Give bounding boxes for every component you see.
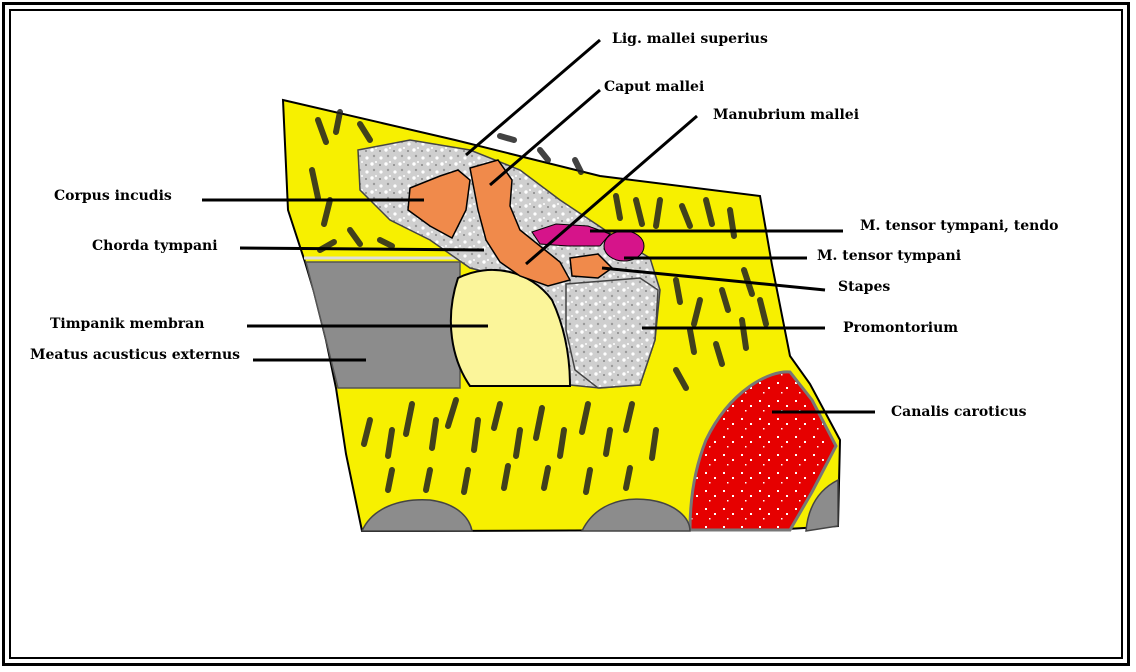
label-chorda-tympani: Chorda tympani [92, 239, 218, 253]
label-promontorium: Promontorium [843, 321, 958, 335]
label-caput-mallei: Caput mallei [604, 80, 704, 94]
label-meatus-acusticus-externus: Meatus acusticus externus [30, 348, 240, 362]
leader-lig-mallei-superius [466, 40, 600, 155]
label-manubrium-mallei: Manubrium mallei [713, 108, 859, 122]
label-m-tensor-tympani-tendo: M. tensor tympani, tendo [860, 219, 1058, 233]
label-m-tensor-tympani: M. tensor tympani [817, 249, 961, 263]
label-canalis-caroticus: Canalis caroticus [891, 405, 1027, 419]
label-stapes: Stapes [838, 280, 890, 294]
promontorium-shape [566, 278, 658, 388]
leader-chorda-tympani [240, 248, 484, 250]
label-corpus-incudis: Corpus incudis [54, 189, 172, 203]
label-lig-mallei-superius: Lig. mallei superius [612, 32, 768, 46]
label-timpanik-membran: Timpanik membran [50, 317, 204, 331]
